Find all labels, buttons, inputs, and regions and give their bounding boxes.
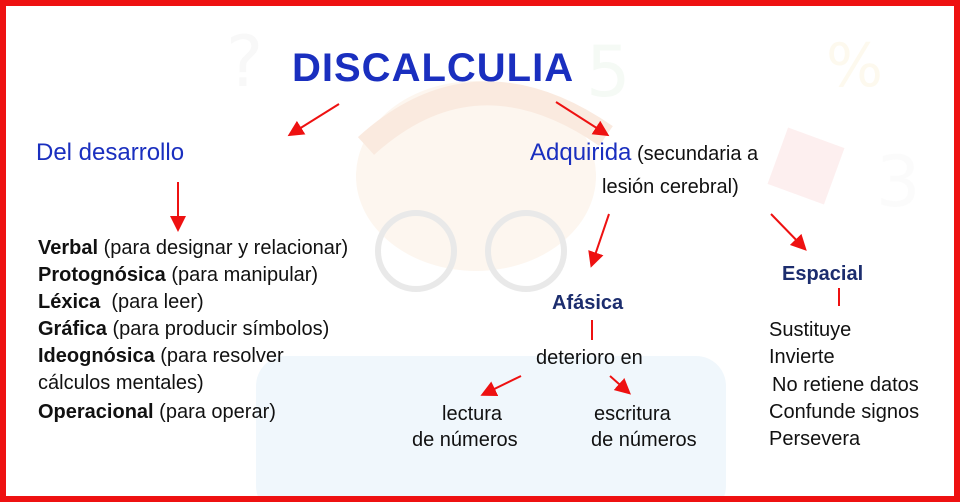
espacial-item: Sustituye [769, 319, 852, 341]
type-desc: (para producir símbolos) [106, 318, 330, 340]
afasica-reading-2: de números [412, 429, 518, 451]
svg-text:5: 5 [586, 31, 631, 113]
list-item-protognosica: Protognósica (para manipular) [38, 262, 318, 288]
list-item-ideognosica: Ideognósica (para resolver [38, 343, 284, 369]
type-name: Léxica [38, 291, 101, 313]
branch-acquired-note-1: (secundaria a [636, 143, 759, 165]
type-desc: (para leer) [100, 291, 204, 313]
type-name: Ideognósica [38, 345, 155, 367]
list-item-verbal: Verbal (para designar y relacionar) [38, 235, 348, 261]
branch-developmental: Del desarrollo [36, 139, 185, 166]
svg-text:%: % [826, 31, 883, 101]
svg-text:3: 3 [876, 141, 921, 223]
afasica-sub: deterioro en [536, 347, 643, 369]
background-illustration: ? 5 3 % [226, 21, 921, 496]
type-desc: (para resolver [154, 345, 284, 367]
arrow-to-escritura [609, 375, 631, 395]
list-item-lexica: Léxica (para leer) [38, 289, 204, 315]
type-desc: cálculos mentales) [38, 372, 204, 394]
type-name: Operacional [38, 401, 154, 423]
espacial-item: Invierte [769, 346, 835, 368]
connector-arrows [170, 101, 840, 396]
afasica-reading-1: lectura [442, 403, 503, 425]
arrow-to-afasica [588, 213, 610, 268]
espacial-item: No retiene datos [772, 374, 919, 396]
branch-acquired-note-2: lesión cerebral) [602, 176, 739, 198]
espacial-item: Persevera [769, 428, 861, 450]
afasica-writing-2: de números [591, 429, 697, 451]
page-title: DISCALCULIA [292, 46, 575, 90]
espacial-item: Confunde signos [769, 401, 920, 423]
afasica-label: Afásica [552, 292, 624, 314]
svg-text:?: ? [226, 21, 263, 103]
list-item-grafica: Gráfica (para producir símbolos) [38, 316, 329, 342]
arrow-to-lectura [480, 375, 522, 396]
type-name: Verbal [38, 237, 99, 259]
arrow-to-espacial [770, 213, 807, 251]
list-item-operacional: Operacional (para operar) [38, 399, 276, 425]
branch-acquired-label: Adquirida [530, 139, 632, 166]
type-desc: (para manipular) [165, 264, 319, 286]
branch-acquired: Adquirida (secundaria a [530, 138, 758, 168]
arrow-title-to-left [287, 103, 340, 137]
espacial-label: Espacial [782, 263, 864, 285]
arrow-title-to-right [555, 101, 610, 137]
type-name: Gráfica [38, 318, 107, 340]
afasica-writing-1: escritura [594, 403, 671, 425]
type-desc: (para designar y relacionar) [98, 237, 349, 259]
type-name: Protognósica [38, 264, 166, 286]
type-desc: (para operar) [153, 401, 276, 423]
list-item-ideognosica-cont: cálculos mentales) [38, 370, 204, 396]
